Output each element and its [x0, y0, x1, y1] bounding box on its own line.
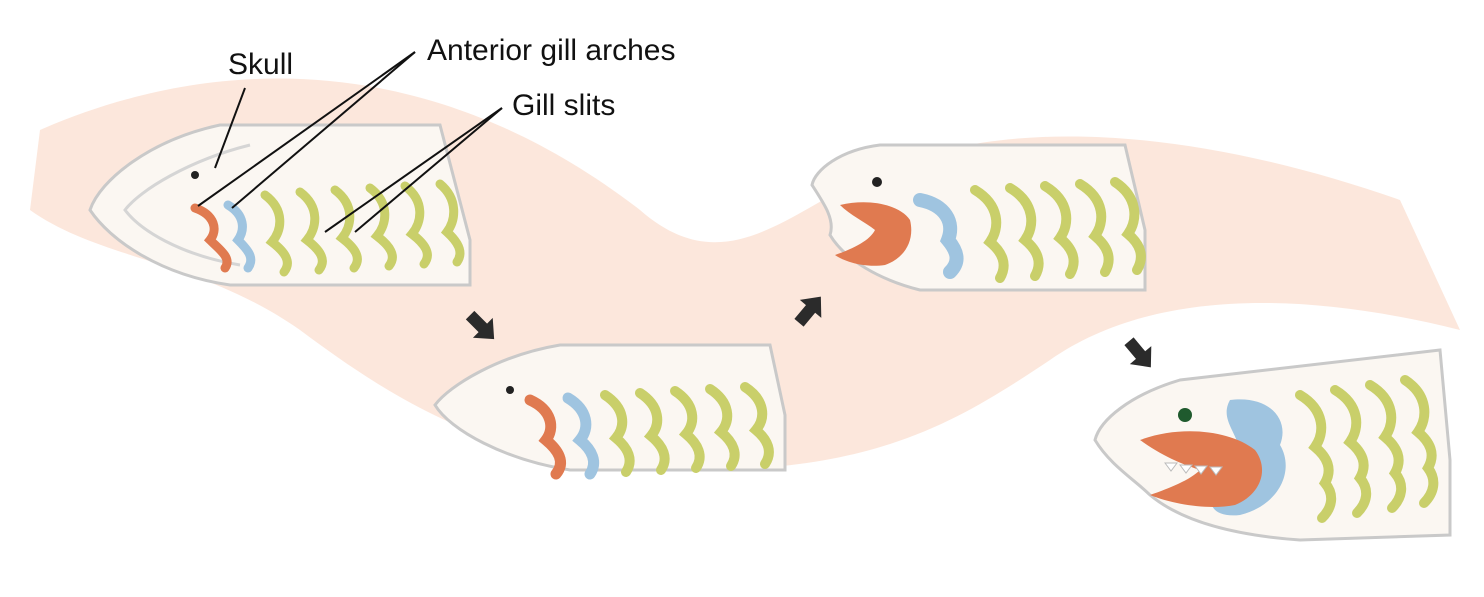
gill-arches: [600, 382, 774, 477]
arrow-stage2-to-stage3: [794, 296, 822, 327]
gill-arches: [260, 179, 465, 277]
teeth: [1164, 462, 1223, 476]
second-arch: [913, 193, 964, 279]
eye: [506, 386, 514, 394]
anterior-arches-leader-2: [231, 51, 416, 209]
leader-lines: [197, 51, 503, 233]
stage-2-head: [433, 343, 787, 480]
gill-arches: [970, 177, 1146, 283]
skull-label: Skull: [228, 48, 294, 81]
stage-3-head: [810, 143, 1147, 292]
gill-arches: [1295, 375, 1439, 523]
gill-slits-label: Gill slits: [512, 89, 616, 122]
anterior-gill-arches-label: Anterior gill arches: [427, 34, 676, 67]
jaw-arch: [524, 394, 566, 480]
eye: [1178, 408, 1192, 422]
stage-4-head: [1093, 348, 1452, 542]
anterior-arches-leader-1: [197, 51, 416, 207]
skull-leader: [214, 87, 246, 169]
inner-outline: [123, 143, 251, 267]
jaw: [835, 202, 912, 266]
second-arch: [223, 200, 256, 273]
gill-slits-leader-1: [324, 107, 503, 233]
stage-1-head: [88, 123, 472, 287]
second-arch: [562, 392, 600, 480]
arrow-stage1-to-stage2: [465, 310, 495, 340]
jaw-arch: [190, 203, 232, 273]
eye: [872, 177, 882, 187]
gill-slits-leader-2: [354, 107, 503, 233]
eye: [191, 171, 199, 179]
arrow-stage3-to-stage4: [1124, 337, 1152, 368]
